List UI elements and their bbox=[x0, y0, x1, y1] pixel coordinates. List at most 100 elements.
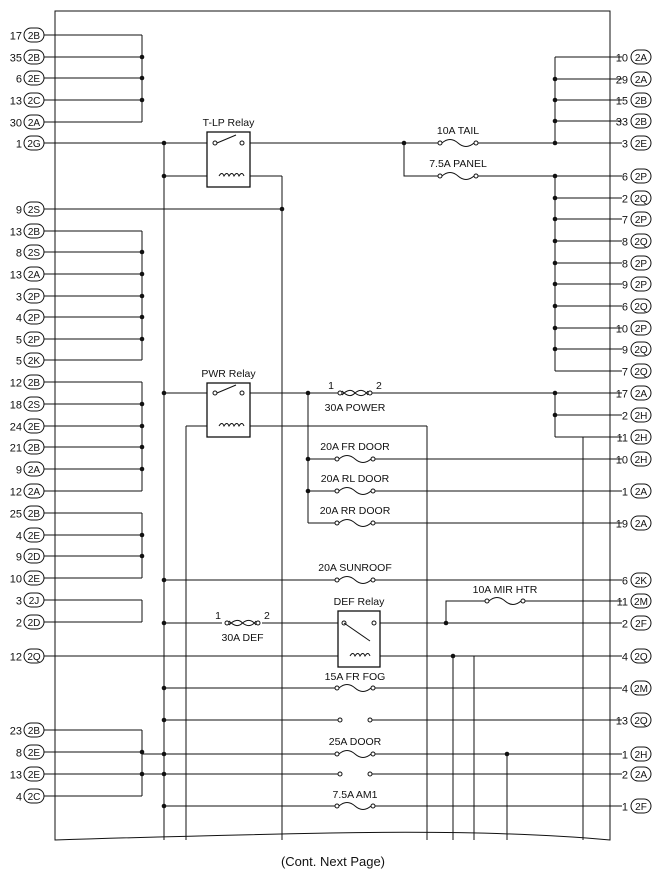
connector-id: 2P bbox=[635, 324, 648, 335]
connector-id: 2E bbox=[28, 748, 41, 759]
open-contact bbox=[367, 717, 373, 723]
fuse-terminal bbox=[484, 598, 490, 604]
fuse-label: 20A SUNROOF bbox=[318, 562, 392, 574]
pin-number: 10 bbox=[616, 455, 628, 467]
pin-number: 17 bbox=[10, 31, 22, 43]
relay-switch bbox=[216, 384, 237, 394]
pin-number: 10 bbox=[616, 324, 628, 336]
wire bbox=[403, 143, 438, 177]
fuse-label: 15A FR FOG bbox=[325, 671, 386, 683]
fuse-label: 7.5A PANEL bbox=[429, 158, 487, 170]
fuse-element bbox=[441, 172, 475, 180]
connector-id: 2S bbox=[28, 205, 41, 216]
fuse-terminal bbox=[334, 751, 340, 757]
connector-badge bbox=[23, 614, 45, 630]
connector-badge bbox=[630, 276, 652, 292]
connector-id: 2B bbox=[28, 378, 41, 389]
pin-number: 9 bbox=[16, 465, 22, 477]
connector-badge bbox=[630, 190, 652, 206]
connector-id: 2A bbox=[635, 519, 648, 530]
pin-number: 25 bbox=[10, 509, 22, 521]
fuse-terminal bbox=[334, 803, 340, 809]
connector-id: 2P bbox=[28, 335, 41, 346]
junction-dot bbox=[552, 281, 558, 287]
pin-number: 5 bbox=[16, 356, 22, 368]
pin-number: 3 bbox=[622, 139, 628, 151]
junction-dot bbox=[552, 390, 558, 396]
pin-number: 2 bbox=[16, 618, 22, 630]
connector-id: 2B bbox=[28, 227, 41, 238]
connector-badge bbox=[630, 385, 652, 401]
connector-badge bbox=[630, 211, 652, 227]
junction-dot bbox=[139, 532, 145, 538]
fuse-terminal bbox=[473, 173, 479, 179]
junction-dot bbox=[279, 206, 285, 212]
connector-id: 2Q bbox=[634, 345, 648, 356]
fuse-terminal bbox=[337, 390, 343, 396]
connector-badge bbox=[630, 451, 652, 467]
fuse-terminal bbox=[520, 598, 526, 604]
connector-badge bbox=[23, 201, 45, 217]
fuse-terminal bbox=[334, 456, 340, 462]
relay-label: PWR Relay bbox=[201, 368, 256, 380]
connector-badge bbox=[23, 461, 45, 477]
connector-badge bbox=[23, 505, 45, 521]
connector-id: 2Q bbox=[27, 652, 41, 663]
fuse-element bbox=[228, 619, 257, 627]
right-pin: 10 2P bbox=[616, 320, 652, 336]
connector-badge bbox=[630, 113, 652, 129]
junction-dot bbox=[305, 488, 311, 494]
connector-badge bbox=[630, 593, 652, 609]
connector-badge bbox=[23, 483, 45, 499]
connector-id: 2A bbox=[28, 487, 41, 498]
connector-id: 2P bbox=[635, 259, 648, 270]
junction-dot bbox=[139, 293, 145, 299]
pin-number: 30 bbox=[10, 118, 22, 130]
connector-id: 2B bbox=[28, 443, 41, 454]
connector-id: 2H bbox=[635, 411, 648, 422]
pin-number: 13 bbox=[10, 96, 22, 108]
junction-dot bbox=[139, 75, 145, 81]
connector-badge bbox=[630, 168, 652, 184]
fuse-sunroof: 20A SUNROOF bbox=[318, 562, 392, 584]
fuse-rr-door: 20A RR DOOR bbox=[320, 505, 391, 527]
junction-dot bbox=[552, 118, 558, 124]
junction-dot bbox=[552, 303, 558, 309]
pin-number: 4 bbox=[16, 792, 22, 804]
junction-dot bbox=[161, 577, 167, 583]
pin-number: 15 bbox=[616, 96, 628, 108]
junction-dot bbox=[139, 749, 145, 755]
pin-number: 7 bbox=[622, 215, 628, 227]
fuse-element bbox=[338, 802, 372, 810]
pin-number: 4 bbox=[622, 684, 628, 696]
pin-number: 9 bbox=[622, 345, 628, 357]
fuse-terminal bbox=[437, 173, 443, 179]
junction-dot bbox=[139, 553, 145, 559]
connector-badge bbox=[630, 92, 652, 108]
connector-id: 2P bbox=[28, 292, 41, 303]
connector-badge bbox=[23, 223, 45, 239]
relay-contact bbox=[239, 390, 245, 396]
connector-id: 2B bbox=[28, 53, 41, 64]
junction-dot bbox=[552, 238, 558, 244]
fuse-rl-door: 20A RL DOOR bbox=[321, 473, 390, 495]
